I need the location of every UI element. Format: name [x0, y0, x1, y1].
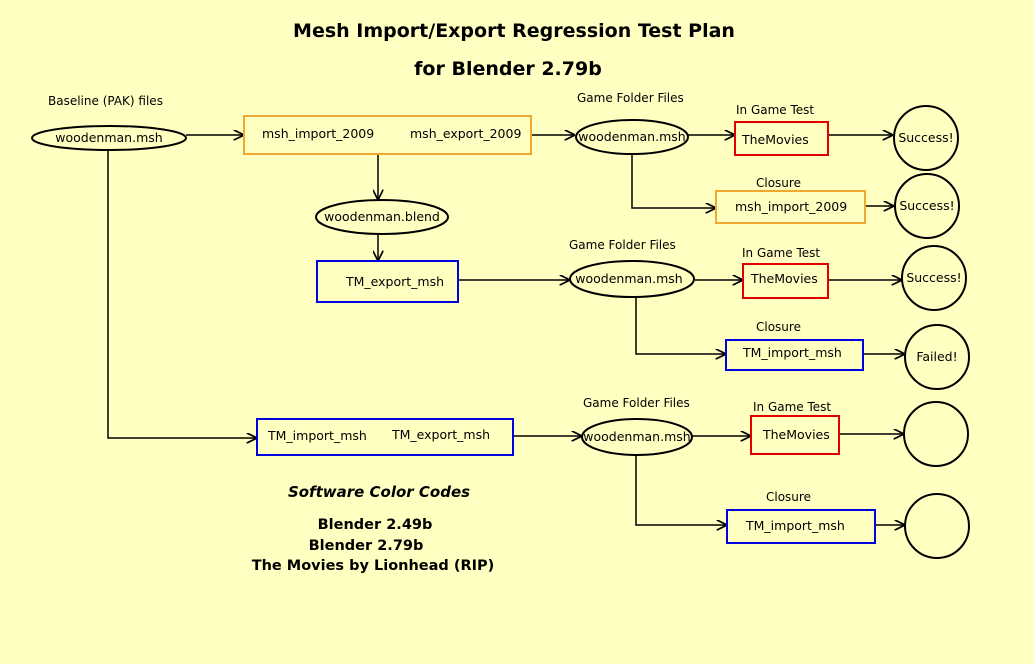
success-1-label: Success!	[898, 130, 953, 145]
success-2-label: Success!	[899, 198, 954, 213]
tm-import-2-label: TM_import_msh	[267, 428, 367, 443]
closure-2-label: TM_import_msh	[742, 345, 842, 360]
blender-279b-box	[256, 418, 514, 456]
failed-label: Failed!	[916, 349, 957, 364]
label-closure-3: Closure	[766, 490, 811, 504]
arrow-game-2-to-closure-2	[635, 297, 726, 354]
themovies-3-box	[750, 415, 840, 455]
legend-blender-249b: Blender 2.49b	[318, 517, 433, 533]
connector-lines	[107, 135, 905, 525]
themovies-1-box	[734, 121, 829, 156]
arrow-game-1-to-closure-1	[631, 154, 716, 208]
blender-249b-box	[243, 115, 532, 155]
closure-1-label: msh_import_2009	[735, 199, 847, 214]
label-closure-1: Closure	[756, 176, 801, 190]
game-file-2-label: woodenman.msh	[575, 271, 682, 286]
game-file-3-ellipse	[581, 418, 693, 456]
success-2-circle	[894, 173, 960, 239]
result-empty-2-circle	[904, 493, 970, 559]
label-game-folder-1: Game Folder Files	[577, 91, 684, 105]
failed-circle	[904, 324, 970, 390]
import-2009-label: msh_import_2009	[262, 126, 374, 141]
title-line-1: Mesh Import/Export Regression Test Plan	[293, 20, 735, 42]
label-in-game-test-3: In Game Test	[753, 400, 831, 414]
legend-the-movies: The Movies by Lionhead (RIP)	[252, 558, 495, 574]
closure-2-box	[725, 339, 864, 371]
game-file-1-label: woodenman.msh	[578, 129, 685, 144]
closure-1-box	[715, 190, 866, 224]
label-closure-2: Closure	[756, 320, 801, 334]
closure-3-label: TM_import_msh	[745, 518, 845, 533]
closure-3-box	[726, 509, 876, 544]
label-game-folder-2: Game Folder Files	[569, 238, 676, 252]
arrow-game-3-to-closure-3	[635, 455, 727, 525]
label-game-folder-3: Game Folder Files	[583, 396, 690, 410]
success-3-circle	[901, 245, 967, 311]
tm-export-1-label: TM_export_msh	[345, 274, 444, 289]
title-line-2: for Blender 2.79b	[414, 58, 602, 80]
game-file-2-ellipse	[569, 260, 695, 298]
label-in-game-test-2: In Game Test	[742, 246, 820, 260]
color-legend: Software Color Codes Blender 2.49b Blend…	[252, 483, 495, 574]
label-in-game-test-1: In Game Test	[736, 103, 814, 117]
themovies-1-label: TheMovies	[741, 132, 809, 147]
success-3-label: Success!	[906, 270, 961, 285]
themovies-2-box	[742, 263, 829, 299]
arrow-baseline-to-279b	[107, 150, 257, 438]
tm-export-2-label: TM_export_msh	[391, 427, 490, 442]
tm-export-1-box	[316, 260, 459, 303]
themovies-2-label: TheMovies	[750, 271, 818, 286]
success-1-circle	[893, 105, 959, 171]
themovies-3-label: TheMovies	[762, 427, 830, 442]
result-empty-1-circle	[903, 401, 969, 467]
blend-file-ellipse	[315, 199, 449, 235]
label-baseline-files: Baseline (PAK) files	[48, 94, 163, 108]
game-file-1-ellipse	[575, 119, 689, 155]
baseline-file-ellipse	[31, 125, 187, 151]
legend-heading: Software Color Codes	[288, 483, 470, 501]
blend-file-label: woodenman.blend	[324, 209, 440, 224]
legend-blender-279b: Blender 2.79b	[309, 538, 424, 554]
export-2009-label: msh_export_2009	[410, 126, 521, 141]
baseline-file-label: woodenman.msh	[55, 130, 162, 145]
game-file-3-label: woodenman.msh	[583, 429, 690, 444]
